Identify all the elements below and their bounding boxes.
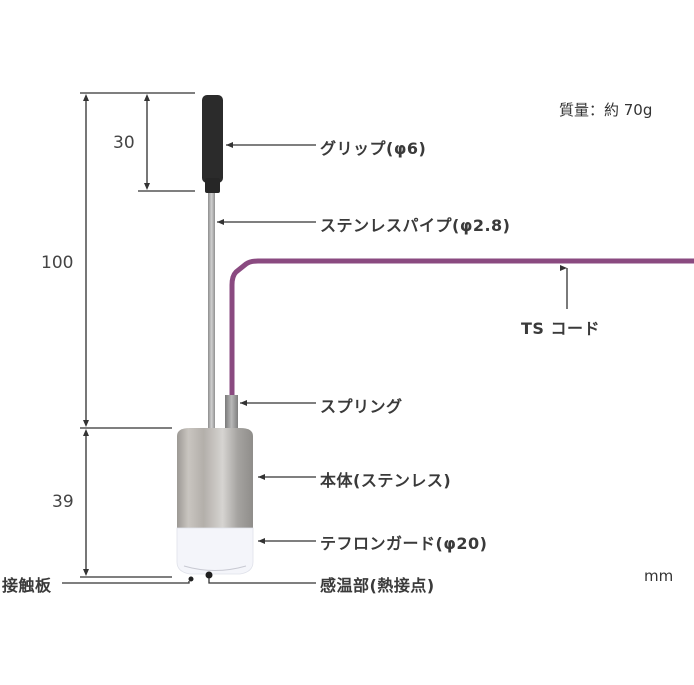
label-contact-plate: 接触板 xyxy=(2,576,52,595)
mass-label: 質量：約 70g xyxy=(559,101,653,119)
sensor-dot xyxy=(205,571,213,579)
ts-cord xyxy=(229,258,694,400)
label-guard: テフロンガード(φ20) xyxy=(320,534,488,553)
dim-body-length: 39 xyxy=(52,492,74,512)
dimension-arrows xyxy=(83,94,150,576)
teflon-guard xyxy=(176,527,254,575)
unit-label: mm xyxy=(644,567,674,585)
label-sensor: 感温部(熱接点) xyxy=(320,576,435,595)
contact-plate-dot xyxy=(188,576,194,582)
spring xyxy=(225,395,238,433)
leader-lines xyxy=(62,142,568,584)
stainless-pipe xyxy=(208,190,215,430)
stainless-body xyxy=(177,428,253,530)
label-body: 本体(ステンレス) xyxy=(320,471,452,490)
label-cord: TS コード xyxy=(521,319,601,338)
label-pipe: ステンレスパイプ(φ2.8) xyxy=(320,216,511,235)
dim-grip-length: 30 xyxy=(113,133,135,153)
dim-total-length: 100 xyxy=(41,253,74,273)
label-spring: スプリング xyxy=(320,397,403,416)
grip xyxy=(202,95,223,183)
label-grip: グリップ(φ6) xyxy=(320,139,427,158)
dimension-lines xyxy=(80,92,195,578)
